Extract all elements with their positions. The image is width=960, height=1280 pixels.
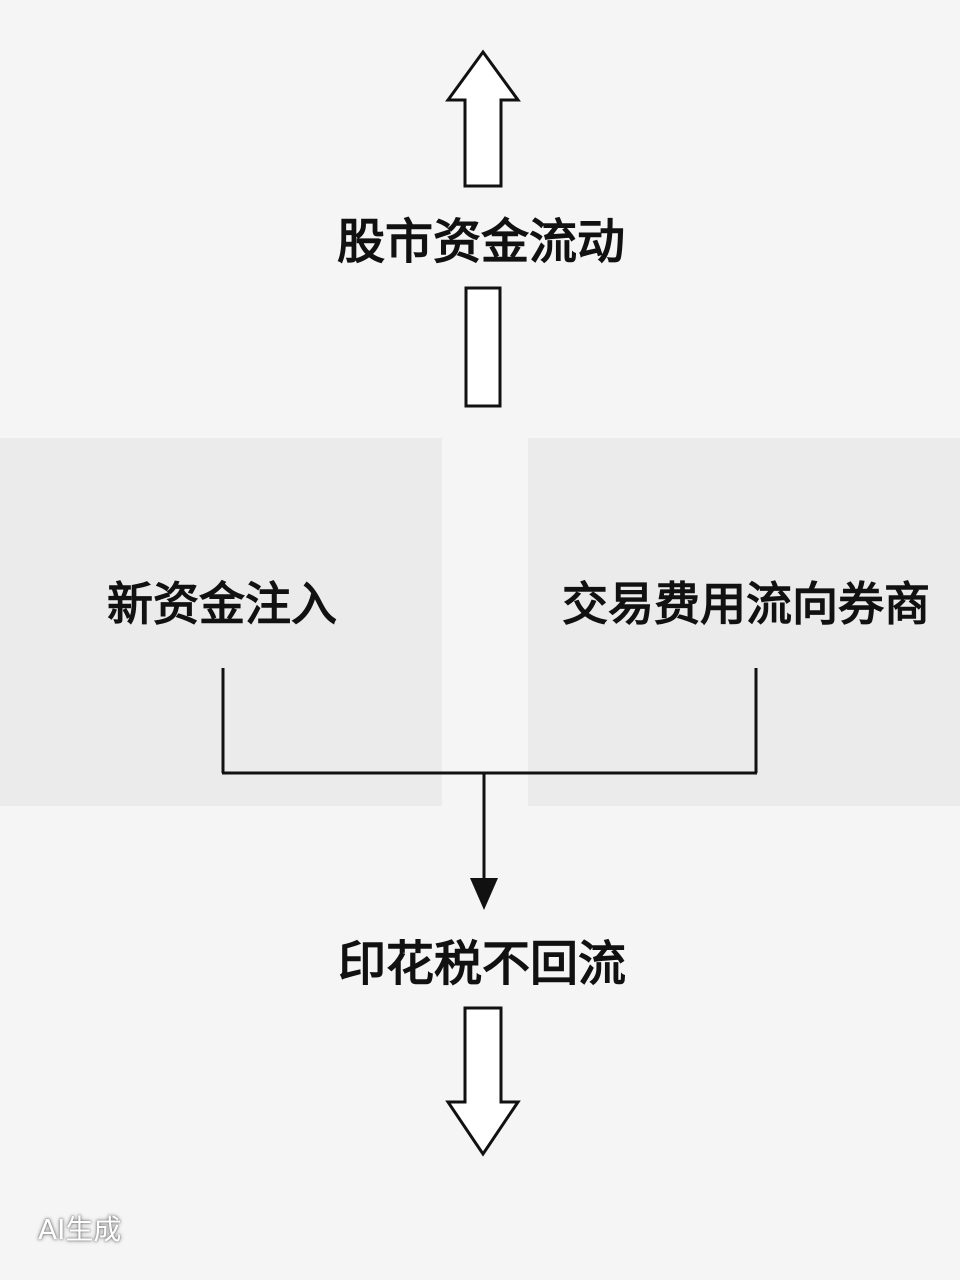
bottom-label: 印花税不回流 <box>338 936 626 992</box>
top-label: 股市资金流动 <box>337 214 625 270</box>
down-arrow <box>445 1006 521 1157</box>
left-panel <box>0 438 442 806</box>
up-arrow <box>445 49 521 188</box>
down-arrowhead <box>470 878 498 910</box>
right-box-label: 交易费用流向券商 <box>562 577 930 631</box>
upper-stem-bar <box>464 286 502 408</box>
left-box-label: 新资金注入 <box>107 577 337 631</box>
right-panel <box>528 438 960 806</box>
ai-generated-watermark: AI生成 <box>38 1213 122 1246</box>
